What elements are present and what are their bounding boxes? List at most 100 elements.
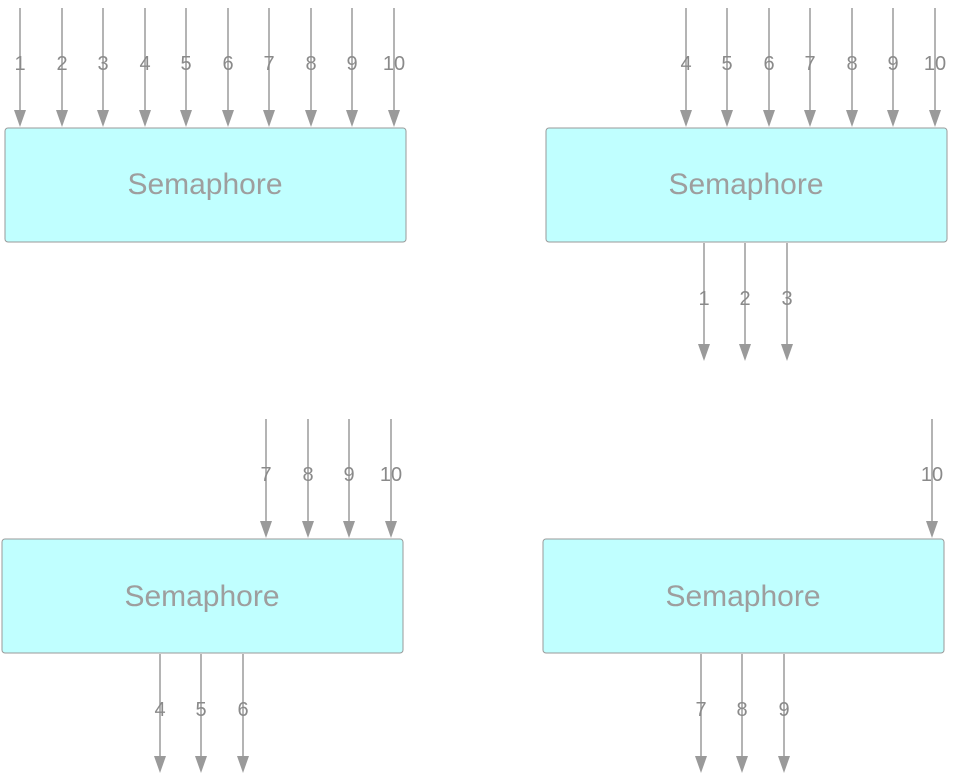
incoming-arrow: 3	[97, 8, 109, 127]
panel-4: Semaphore 10 7 8 9	[542, 419, 945, 773]
arrowhead-down-icon	[195, 756, 207, 773]
incoming-arrow: 9	[887, 8, 899, 127]
arrowhead-down-icon	[804, 110, 816, 127]
outgoing-arrow: 8	[736, 654, 748, 773]
incoming-arrow: 2	[56, 8, 68, 127]
arrow-label: 3	[781, 288, 792, 310]
outgoing-arrow: 6	[237, 654, 249, 773]
arrow-label: 10	[380, 464, 402, 486]
arrowhead-down-icon	[260, 521, 272, 538]
arrowhead-down-icon	[180, 110, 192, 127]
arrowhead-down-icon	[302, 521, 314, 538]
arrow-label: 1	[14, 53, 25, 75]
arrow-label: 1	[698, 288, 709, 310]
incoming-arrow: 7	[263, 8, 275, 127]
incoming-arrow: 7	[260, 419, 272, 538]
incoming-arrow: 9	[346, 8, 358, 127]
outgoing-arrow: 5	[195, 654, 207, 773]
arrow-label: 8	[846, 53, 857, 75]
arrow-label: 8	[736, 699, 747, 721]
arrowhead-down-icon	[781, 344, 793, 361]
arrow-label: 4	[139, 53, 150, 75]
semaphore-box-3-label: Semaphore	[124, 580, 279, 613]
semaphore-box-1-label: Semaphore	[127, 168, 282, 201]
incoming-arrow: 5	[721, 8, 733, 127]
arrow-label: 9	[346, 53, 357, 75]
arrow-label: 6	[763, 53, 774, 75]
arrow-label: 5	[180, 53, 191, 75]
semaphore-box-2	[545, 127, 948, 243]
incoming-arrow: 8	[846, 8, 858, 127]
arrowhead-down-icon	[721, 110, 733, 127]
arrow-label: 7	[260, 464, 271, 486]
arrowhead-down-icon	[698, 344, 710, 361]
arrowhead-down-icon	[695, 756, 707, 773]
arrow-label: 2	[739, 288, 750, 310]
outgoing-arrow: 4	[154, 654, 166, 773]
arrowhead-down-icon	[343, 521, 355, 538]
arrowhead-down-icon	[763, 110, 775, 127]
semaphore-box-1	[4, 127, 407, 243]
incoming-arrow: 7	[804, 8, 816, 127]
semaphore-box-2-label: Semaphore	[668, 168, 823, 201]
arrow-label: 5	[721, 53, 732, 75]
arrowhead-down-icon	[237, 756, 249, 773]
arrow-label: 9	[343, 464, 354, 486]
arrow-label: 4	[154, 699, 165, 721]
outgoing-arrow: 2	[739, 243, 751, 361]
arrowhead-down-icon	[263, 110, 275, 127]
arrow-label: 9	[887, 53, 898, 75]
arrowhead-down-icon	[926, 521, 938, 538]
incoming-arrow: 1	[14, 8, 26, 127]
outgoing-arrow: 3	[781, 243, 793, 361]
incoming-arrow: 10	[921, 419, 943, 538]
arrowhead-down-icon	[929, 110, 941, 127]
incoming-arrow: 9	[343, 419, 355, 538]
arrow-label: 8	[302, 464, 313, 486]
arrowhead-down-icon	[97, 110, 109, 127]
arrow-label: 6	[237, 699, 248, 721]
arrow-label: 6	[222, 53, 233, 75]
arrow-label: 3	[97, 53, 108, 75]
arrowhead-down-icon	[139, 110, 151, 127]
arrow-label: 10	[383, 53, 405, 75]
semaphore-box-4-label: Semaphore	[665, 580, 820, 613]
arrowhead-down-icon	[778, 756, 790, 773]
arrow-label: 7	[695, 699, 706, 721]
incoming-arrow: 5	[180, 8, 192, 127]
arrowhead-down-icon	[154, 756, 166, 773]
incoming-arrow: 8	[302, 419, 314, 538]
arrow-label: 10	[924, 53, 946, 75]
arrowhead-down-icon	[736, 756, 748, 773]
arrow-label: 2	[56, 53, 67, 75]
panel-1: Semaphore 1 2 3 4 5 6 7 8 9 10	[4, 8, 407, 243]
arrow-label: 7	[263, 53, 274, 75]
arrowhead-down-icon	[388, 110, 400, 127]
arrow-label: 10	[921, 464, 943, 486]
arrow-label: 9	[778, 699, 789, 721]
incoming-arrow: 6	[222, 8, 234, 127]
arrowhead-down-icon	[887, 110, 899, 127]
arrowhead-down-icon	[222, 110, 234, 127]
arrowhead-down-icon	[14, 110, 26, 127]
semaphore-box-4	[542, 538, 945, 654]
incoming-arrow: 10	[924, 8, 946, 127]
panel-2: Semaphore 4 5 6 7 8 9 10 1 2 3	[545, 8, 948, 361]
arrowhead-down-icon	[346, 110, 358, 127]
incoming-arrow: 4	[139, 8, 151, 127]
arrowhead-down-icon	[739, 344, 751, 361]
arrowhead-down-icon	[385, 521, 397, 538]
arrowhead-down-icon	[846, 110, 858, 127]
incoming-arrow: 6	[763, 8, 775, 127]
arrowhead-down-icon	[680, 110, 692, 127]
incoming-arrow: 8	[305, 8, 317, 127]
incoming-arrow: 4	[680, 8, 692, 127]
arrowhead-down-icon	[305, 110, 317, 127]
outgoing-arrow: 7	[695, 654, 707, 773]
arrow-label: 7	[804, 53, 815, 75]
panel-3: Semaphore 7 8 9 10 4 5 6	[1, 419, 404, 773]
arrow-label: 8	[305, 53, 316, 75]
arrowhead-down-icon	[56, 110, 68, 127]
arrow-label: 4	[680, 53, 691, 75]
